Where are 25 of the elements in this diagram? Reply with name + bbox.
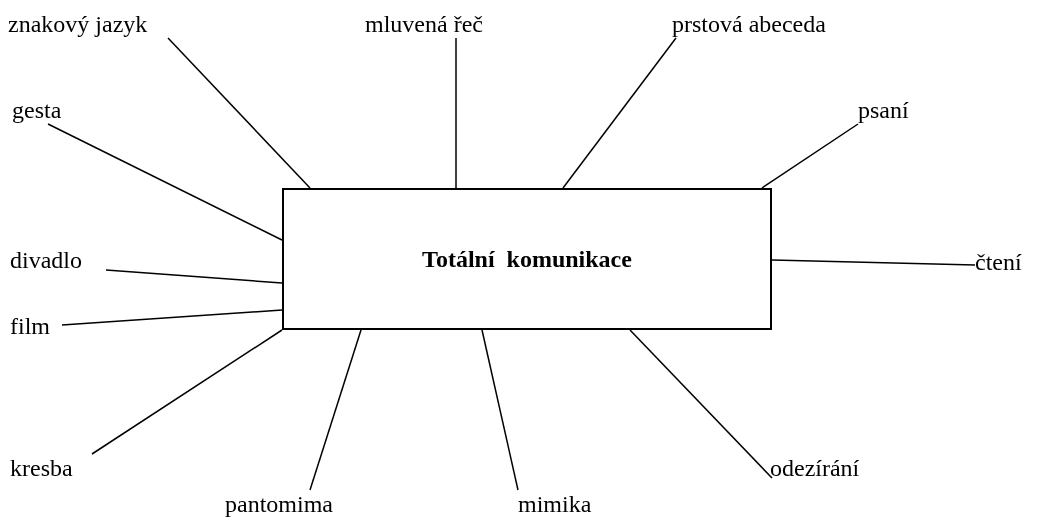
connector-line xyxy=(455,37,457,189)
connector-line xyxy=(61,309,283,326)
connector-line xyxy=(167,37,311,189)
term-label: gesta xyxy=(12,96,84,124)
term-label: psaní xyxy=(858,96,930,124)
connector-line xyxy=(47,123,283,241)
term-label: film xyxy=(10,312,62,340)
term-label: mimika xyxy=(518,490,604,518)
connector-line xyxy=(105,269,283,284)
term-label: znakový jazyk xyxy=(8,10,196,38)
connector-line xyxy=(309,329,362,491)
connector-line xyxy=(629,329,773,479)
term-label: odezírání xyxy=(770,454,900,482)
connector-line xyxy=(91,329,283,455)
term-label: mluvená řeč xyxy=(365,10,515,38)
term-label: divadlo xyxy=(10,246,106,274)
term-label: kresba xyxy=(10,454,92,482)
connector-line xyxy=(562,37,677,189)
connector-line xyxy=(761,123,859,189)
central-box: Totální komunikace xyxy=(282,188,772,330)
term-label: čtení xyxy=(975,248,1037,276)
connector-line xyxy=(771,259,976,266)
term-label: prstová abeceda xyxy=(672,10,878,38)
connector-line xyxy=(481,329,519,491)
term-label: pantomima xyxy=(225,490,361,518)
